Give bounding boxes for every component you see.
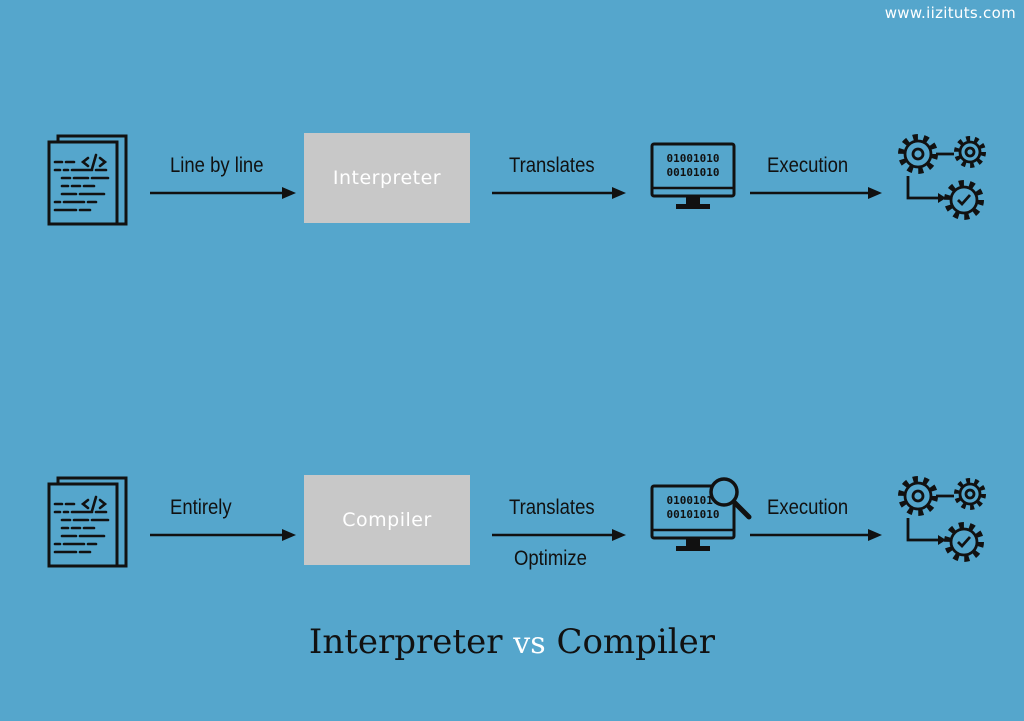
- arrow-to-execution: [750, 528, 882, 542]
- arrow-to-monitor: [492, 186, 626, 200]
- interpreter-box-label: Interpreter: [332, 167, 442, 189]
- magnifier-icon: [709, 477, 752, 520]
- arrow-to-monitor: [492, 528, 626, 542]
- compiler-box: Compiler: [304, 475, 470, 565]
- compiler-box-label: Compiler: [342, 509, 432, 531]
- binary-monitor-icon: 01001010 00101010: [650, 142, 736, 209]
- code-document-icon: [47, 134, 128, 226]
- translates-label: Translates: [509, 154, 595, 177]
- compiler-row: Entirely Compiler Translates Optimize 01…: [0, 462, 1024, 582]
- binary-line-1: 01001010: [667, 494, 720, 507]
- gears-execution-icon: [898, 134, 986, 220]
- binary-line-2: 00101010: [667, 166, 720, 179]
- entirely-label: Entirely: [170, 496, 232, 519]
- translates-label: Translates: [509, 496, 595, 519]
- diagram-title: Interpreter vs Compiler: [0, 622, 1024, 662]
- title-vs: vs: [513, 626, 546, 661]
- code-document-icon: [47, 476, 128, 568]
- binary-line-1: 01001010: [667, 152, 720, 165]
- arrow-to-compiler: [150, 528, 296, 542]
- execution-label: Execution: [767, 154, 849, 177]
- execution-label: Execution: [767, 496, 849, 519]
- gears-execution-icon: [898, 476, 986, 562]
- optimize-label: Optimize: [514, 547, 587, 570]
- watermark: www.iizituts.com: [884, 4, 1016, 22]
- title-interpreter: Interpreter: [308, 622, 503, 662]
- title-compiler: Compiler: [556, 622, 716, 662]
- binary-line-2: 00101010: [667, 508, 720, 521]
- interpreter-box: Interpreter: [304, 133, 470, 223]
- line-by-line-label: Line by line: [170, 154, 264, 177]
- interpreter-row: Line by line Interpreter Translates 0100…: [0, 120, 1024, 240]
- arrow-to-interpreter: [150, 186, 296, 200]
- arrow-to-execution: [750, 186, 882, 200]
